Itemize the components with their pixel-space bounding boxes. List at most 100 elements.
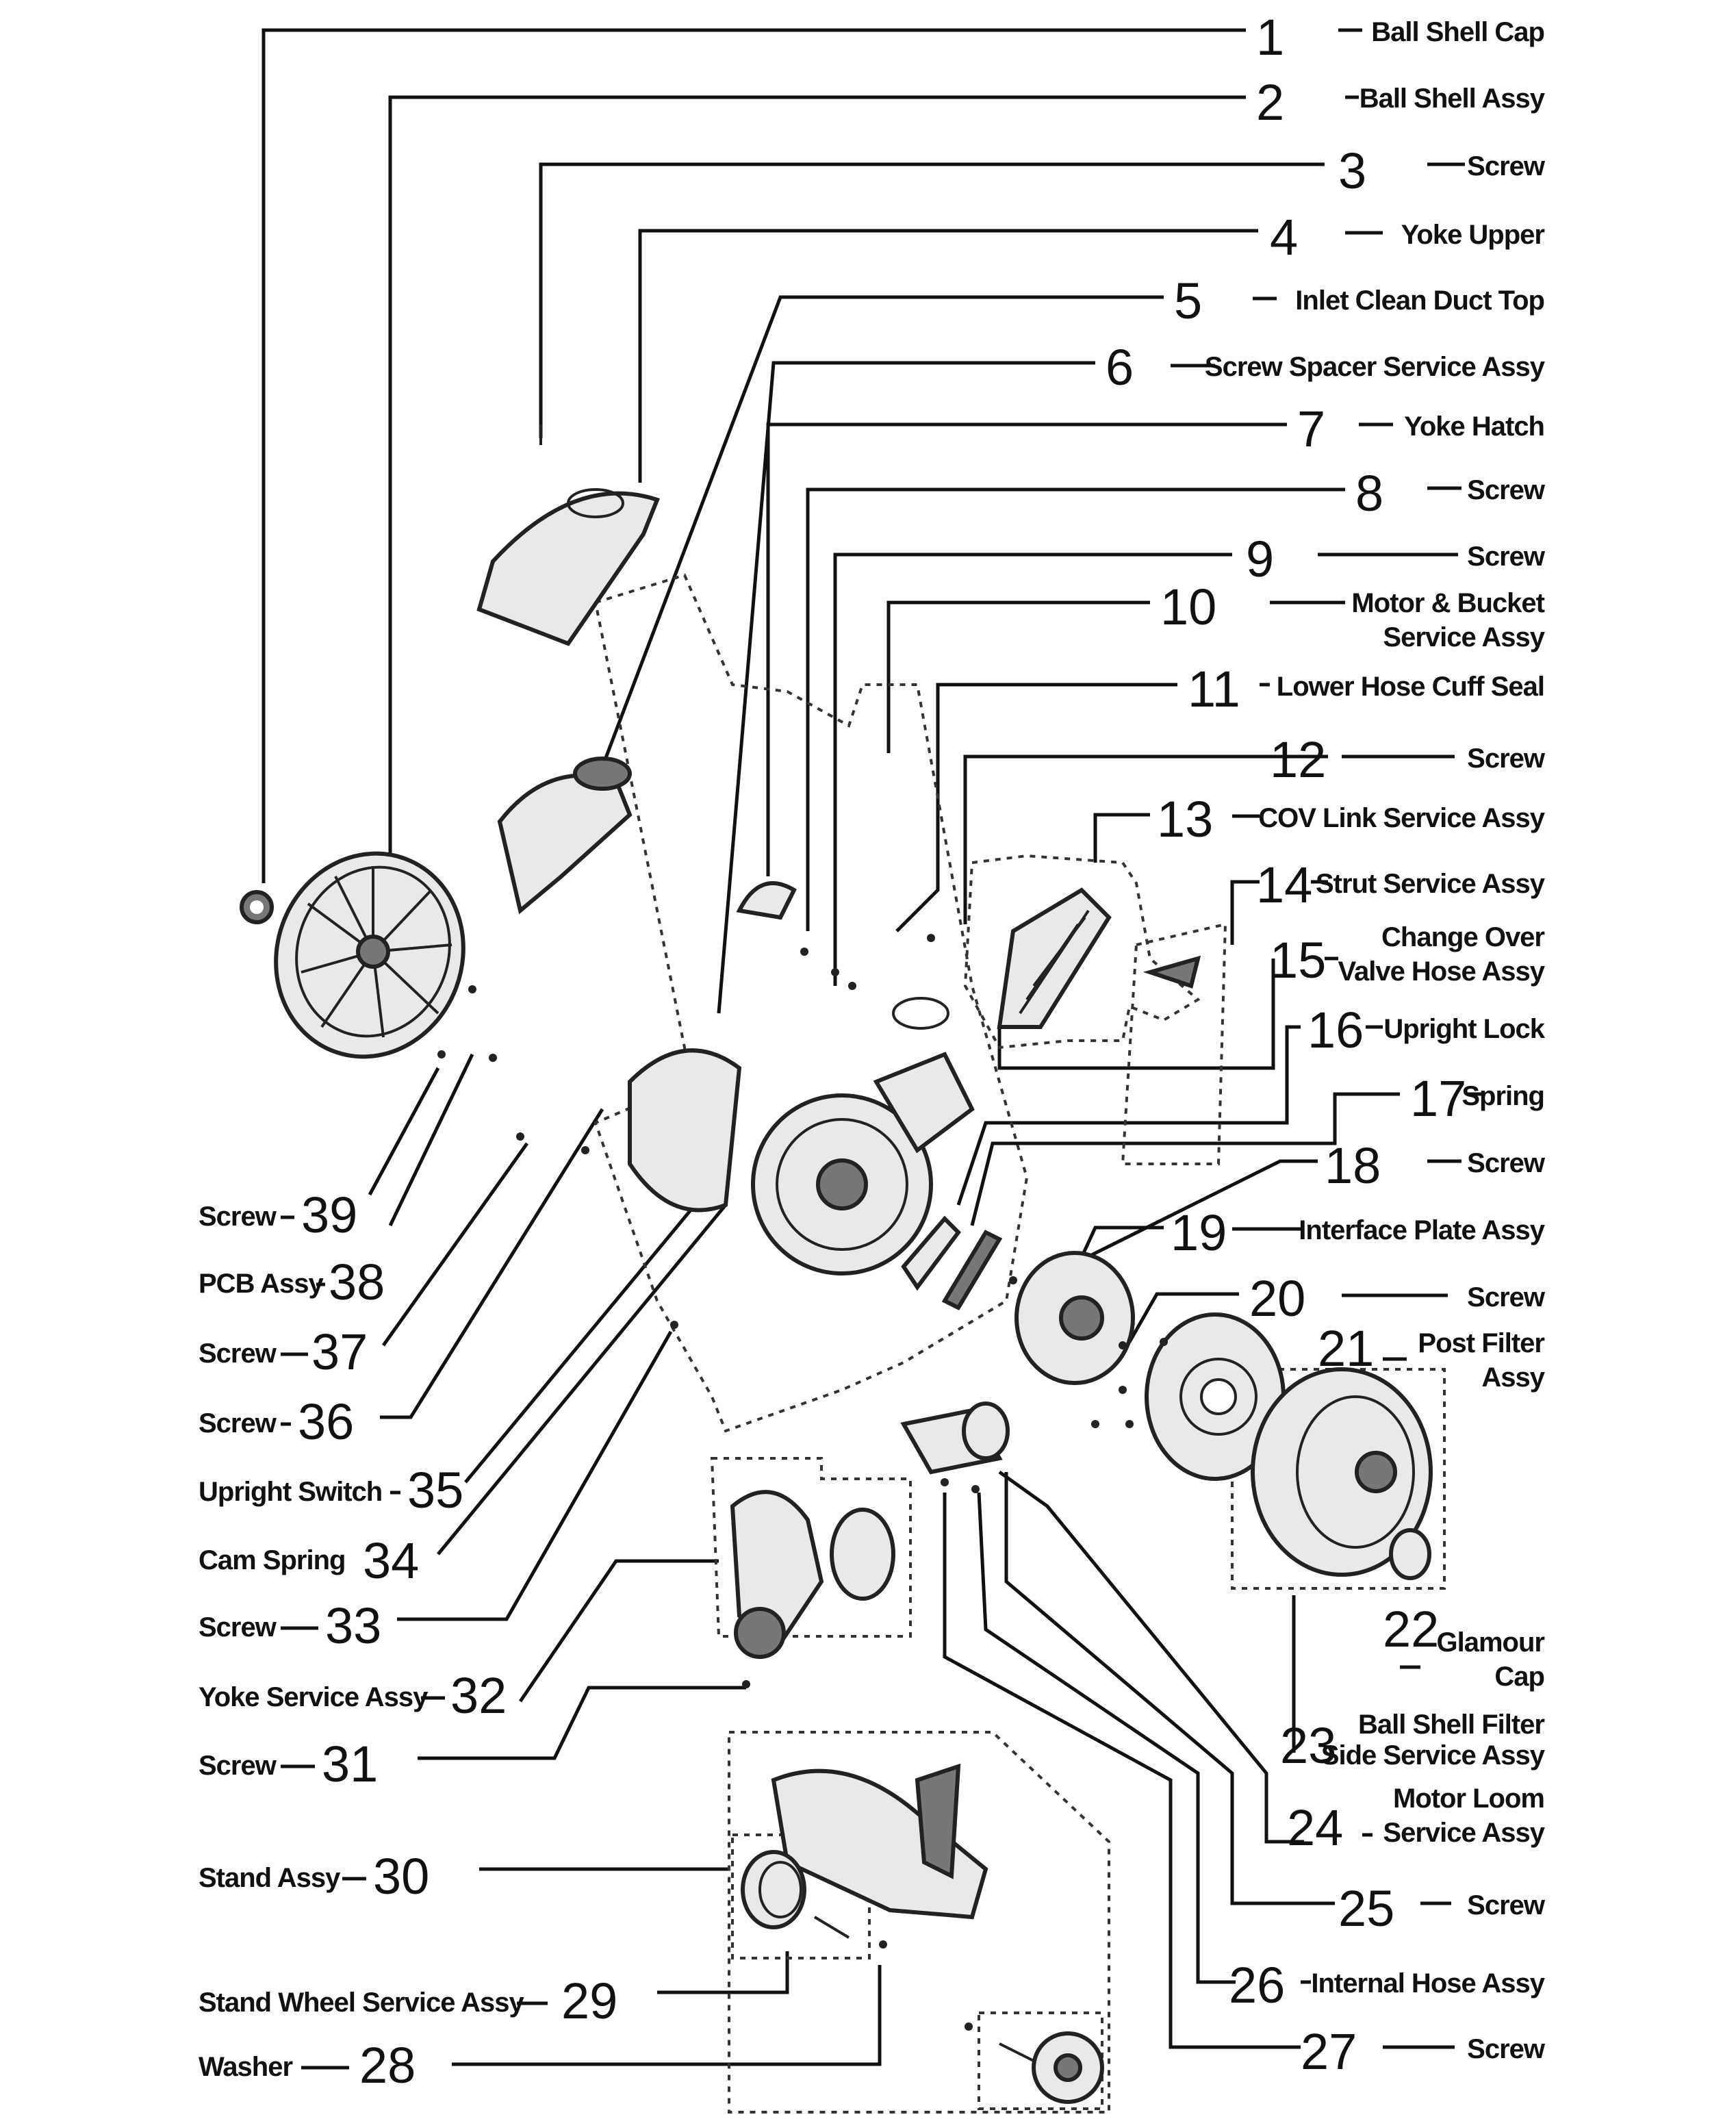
leader-27	[943, 1493, 1301, 2049]
callout-label-8: Screw	[1467, 475, 1546, 505]
callout-number-28: 28	[359, 2037, 416, 2094]
ball-shell-cap-center	[250, 900, 264, 914]
small-screws	[437, 934, 1168, 2031]
hose-cuff-seal-drawing	[892, 997, 949, 1030]
leader-3	[539, 162, 1325, 438]
ball-shell-inner	[295, 865, 451, 1038]
callouts-right: 1 Ball Shell Cap 2 Ball Shell Assy 3 Scr…	[1106, 9, 1546, 2080]
callout-label-7: Yoke Hatch	[1404, 411, 1544, 442]
callout-label-18: Screw	[1467, 1148, 1546, 1178]
yoke-service-side	[830, 1508, 895, 1601]
callout-number-36: 36	[298, 1393, 354, 1450]
leader-29	[657, 1951, 789, 1994]
yoke-service-wheel	[734, 1607, 786, 1659]
callout-number-22: 22	[1383, 1601, 1439, 1658]
callout-number-39: 39	[301, 1187, 357, 1243]
callout-label-15-line1: Change Over	[1381, 922, 1544, 952]
leader-16	[956, 1025, 1301, 1206]
callout-label-24-line2: Service Assy	[1383, 1818, 1545, 1848]
upright-lock-drawing	[901, 1215, 961, 1291]
callout-number-3: 3	[1338, 142, 1366, 199]
callout-number-37: 37	[311, 1323, 368, 1380]
leader-18	[1025, 1159, 1318, 1289]
leader-31	[418, 1686, 746, 1760]
leader-36	[380, 1108, 604, 1419]
stand-drawing	[771, 1768, 988, 1920]
callout-label-37: Screw	[199, 1338, 277, 1369]
motor-loom-connector	[962, 1401, 1010, 1460]
callout-label-34: Cam Spring	[199, 1545, 345, 1575]
callout-label-5: Inlet Clean Duct Top	[1295, 286, 1544, 316]
callout-label-3: Screw	[1467, 151, 1546, 181]
leader-39	[368, 1067, 440, 1196]
callout-label-36: Screw	[199, 1408, 277, 1438]
outline-stand-wheel	[731, 1833, 871, 1959]
strut-service-drawing	[1143, 955, 1201, 989]
leader-lines	[261, 28, 1400, 2066]
callout-label-22-line1: Glamour	[1437, 1627, 1545, 1658]
callout-number-26: 26	[1229, 1957, 1285, 2014]
callout-label-32: Yoke Service Assy	[199, 1682, 429, 1712]
callout-number-14: 14	[1256, 857, 1312, 913]
leader-2	[388, 95, 1246, 854]
callout-number-13: 13	[1157, 791, 1213, 848]
rear-wheel-hub	[1054, 2053, 1082, 2082]
outline-stand-wheel-2	[978, 2012, 1103, 2110]
callout-number-38: 38	[329, 1254, 385, 1310]
spring-drawing	[941, 1230, 1003, 1310]
callout-label-6: Screw Spacer Service Assy	[1205, 352, 1546, 382]
callout-label-9: Screw	[1467, 542, 1546, 572]
motor-bucket-inner	[776, 1118, 908, 1251]
callout-number-19: 19	[1171, 1204, 1227, 1261]
callout-label-21-line2: Assy	[1481, 1362, 1545, 1393]
leader-11	[895, 683, 1177, 932]
callout-label-23-line1: Ball Shell Filter	[1358, 1710, 1544, 1740]
leader-26	[977, 1492, 1236, 1984]
leader-20	[1127, 1292, 1239, 1343]
assembly-outlines	[593, 573, 1446, 2114]
callout-number-7: 7	[1297, 401, 1325, 457]
interface-plate-hub	[1059, 1295, 1104, 1341]
leader-35	[464, 1183, 713, 1484]
callout-number-6: 6	[1106, 339, 1134, 396]
callout-label-10-line1: Motor & Bucket	[1351, 588, 1544, 618]
callout-number-21: 21	[1318, 1320, 1374, 1377]
callout-number-23: 23	[1280, 1717, 1336, 1774]
callout-number-20: 20	[1249, 1270, 1305, 1327]
leader-24	[998, 1470, 1304, 1844]
leader-37	[381, 1142, 529, 1347]
leader-25	[1004, 1472, 1335, 1905]
part-drawings	[240, 424, 1433, 2104]
callout-number-31: 31	[322, 1736, 378, 1792]
leader-14	[1230, 880, 1260, 945]
yoke-upper-hole	[567, 488, 624, 518]
callout-number-9: 9	[1246, 531, 1274, 587]
callout-number-11: 11	[1188, 661, 1240, 718]
outline-post-filter	[1231, 1368, 1446, 1590]
callout-label-15-line2: Valve Hose Assy	[1338, 956, 1545, 987]
callout-label-24-line1: Motor Loom	[1393, 1784, 1544, 1814]
callout-number-35: 35	[407, 1462, 463, 1519]
yoke-service-drawing	[730, 1490, 824, 1647]
motor-bucket-hub	[816, 1158, 868, 1210]
leader-9	[833, 553, 1232, 986]
callout-label-11: Lower Hose Cuff Seal	[1277, 672, 1544, 702]
glamour-cap-drawing	[1389, 1528, 1431, 1580]
stand-wheel-drawing	[741, 1850, 806, 1929]
inlet-duct-opening	[573, 757, 632, 791]
callout-label-38: PCB Assy	[199, 1269, 324, 1299]
leader-1	[261, 28, 1246, 883]
callout-number-25: 25	[1338, 1880, 1394, 1937]
callout-number-15: 15	[1270, 932, 1326, 989]
callout-label-1: Ball Shell Cap	[1371, 17, 1544, 47]
leader-28	[452, 1965, 882, 2066]
callout-label-26: Internal Hose Assy	[1311, 1968, 1545, 1999]
outline-motor-bucket	[593, 573, 1029, 1433]
callout-label-19: Interface Plate Assy	[1299, 1215, 1545, 1245]
leader-33	[397, 1330, 673, 1621]
callout-number-24: 24	[1287, 1799, 1343, 1856]
callout-number-32: 32	[450, 1667, 507, 1724]
ball-shell-filter-drawing	[1251, 1367, 1433, 1577]
callout-number-34: 34	[363, 1532, 419, 1589]
